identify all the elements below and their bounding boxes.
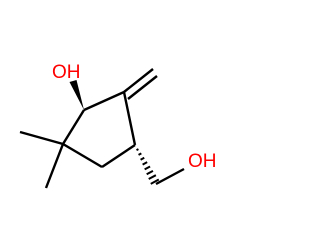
ring-bond-c5-c1 — [61, 109, 86, 145]
ring-bond-c3-c4 — [101, 144, 136, 168]
hash-stroke — [148, 174, 157, 180]
stereo-hash-bond — [136, 148, 160, 185]
hydroxyl-label-top: OH — [52, 62, 81, 83]
hydroxyl-label-right: OH — [188, 151, 217, 172]
hydroxymethyl-bond — [155, 167, 185, 186]
hash-stroke — [140, 156, 145, 161]
hash-stroke — [142, 161, 148, 166]
methylene-bond-inner — [123, 68, 154, 93]
ring-bond-c1-c2 — [83, 90, 125, 112]
ring-bond-c4-c5 — [62, 142, 103, 169]
molecule-structure: OH OH — [19, 62, 217, 189]
methyl-bond-left — [19, 130, 64, 146]
hash-stroke — [136, 148, 139, 151]
ring-bond-c2-c3 — [122, 91, 137, 146]
stereo-wedge-bond — [69, 80, 84, 110]
hash-stroke — [150, 178, 160, 185]
methylene-bond-outer — [127, 75, 158, 100]
methyl-bond-down — [44, 143, 65, 189]
hash-stroke — [144, 165, 151, 171]
hash-stroke — [138, 152, 142, 156]
hash-stroke — [146, 169, 154, 176]
